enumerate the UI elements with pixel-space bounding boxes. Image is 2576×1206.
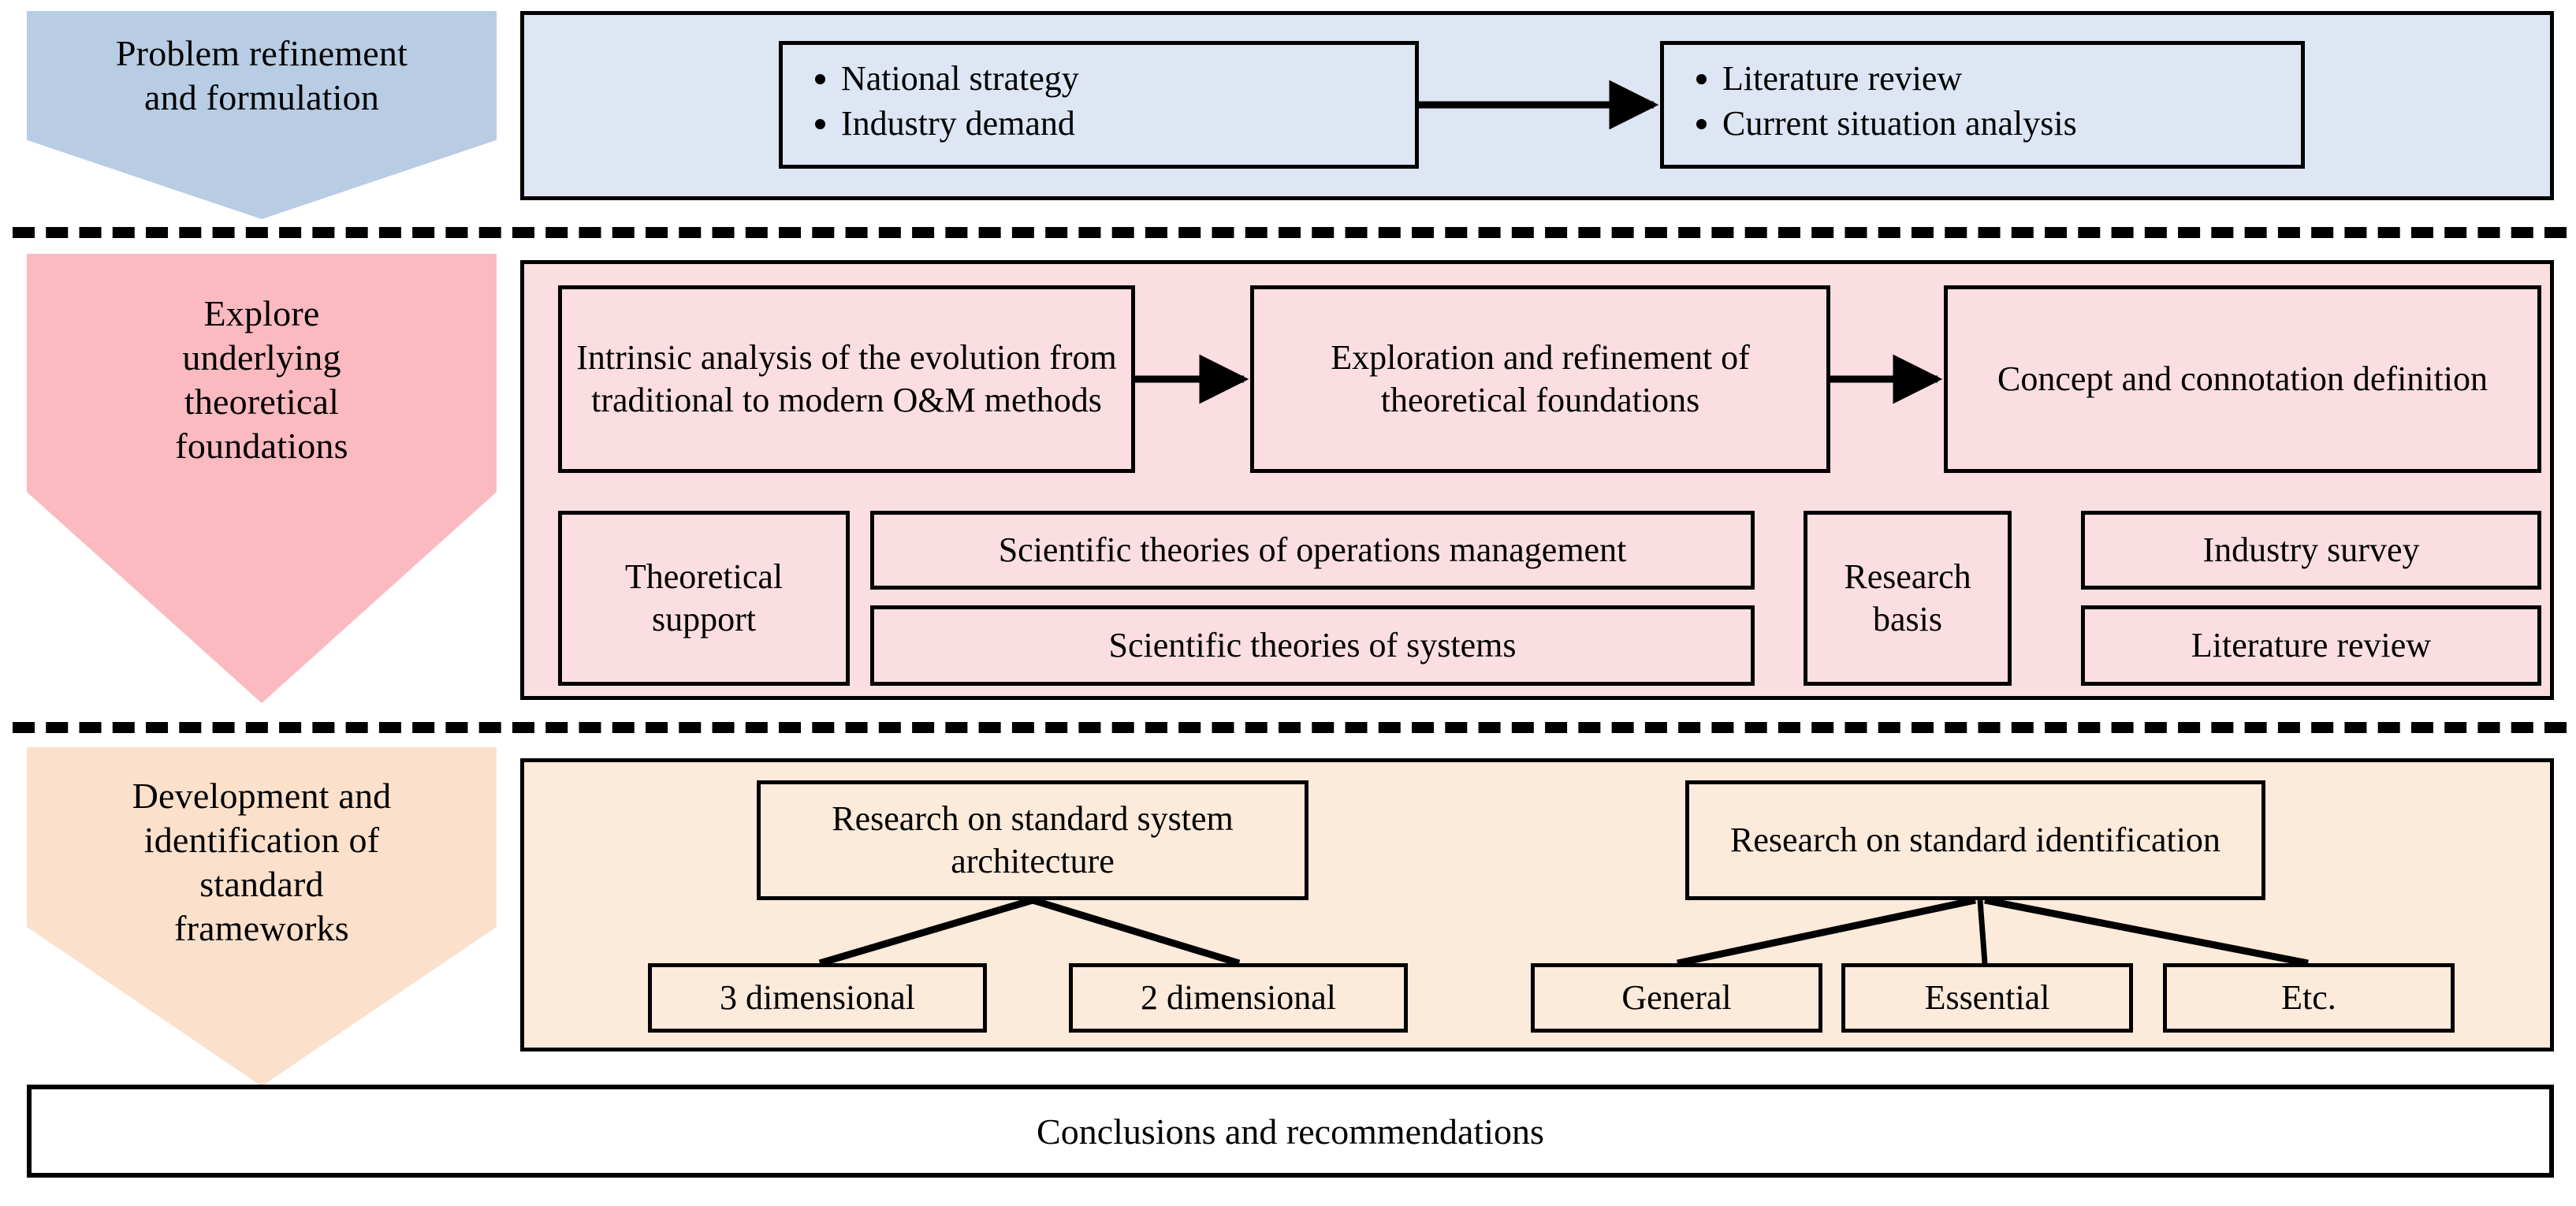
stage-label-development-standard-frameworks: Development and identification of standa… [27,747,497,1086]
node-3-dimensional[interactable]: 3 dimensional [648,963,987,1033]
node-theory-operations-management[interactable]: Scientific theories of operations manage… [870,511,1755,590]
node-research-standard-architecture[interactable]: Research on standard system architecture [757,780,1308,900]
stage-label-problem-refinement: Problem refinement and formulation [27,11,497,219]
list-item: National strategy [841,56,1394,101]
node-2-dimensional[interactable]: 2 dimensional [1069,963,1408,1033]
stage-label-text: Problem refinement and formulation [115,33,408,118]
node-outputs-bullets[interactable]: Literature review Current situation anal… [1660,41,2305,169]
node-general[interactable]: General [1531,963,1822,1033]
stage-label-explore-theoretical-foundations: Explore underlying theoretical foundatio… [27,254,497,703]
node-etc[interactable]: Etc. [2163,963,2455,1033]
conclusions-text: Conclusions and recommendations [1037,1111,1544,1152]
list-item: Current situation analysis [1722,101,2280,146]
node-concept-connotation[interactable]: Concept and connotation definition [1944,285,2541,473]
node-inputs-bullets[interactable]: National strategy Industry demand [779,41,1419,169]
list-item: Industry demand [841,101,1394,146]
section-divider-2 [13,722,2567,733]
node-essential[interactable]: Essential [1841,963,2133,1033]
node-research-standard-identification[interactable]: Research on standard identification [1685,780,2265,900]
node-exploration-refinement[interactable]: Exploration and refinement of theoretica… [1250,285,1830,473]
conclusions-bar[interactable]: Conclusions and recommendations [27,1085,2554,1178]
section-divider-1 [13,227,2567,238]
stage-label-text: Explore underlying theoretical foundatio… [175,293,348,467]
list-item: Literature review [1722,56,2280,101]
node-intrinsic-analysis[interactable]: Intrinsic analysis of the evolution from… [558,285,1135,473]
node-theoretical-support[interactable]: Theoretical support [558,511,850,686]
outputs-bullet-list: Literature review Current situation anal… [1688,56,2280,146]
inputs-bullet-list: National strategy Industry demand [806,56,1394,146]
stage-label-text: Development and identification of standa… [132,776,392,949]
node-research-basis[interactable]: Research basis [1804,511,2012,686]
node-industry-survey[interactable]: Industry survey [2081,511,2541,590]
node-literature-review[interactable]: Literature review [2081,605,2541,686]
node-theory-systems[interactable]: Scientific theories of systems [870,605,1755,686]
